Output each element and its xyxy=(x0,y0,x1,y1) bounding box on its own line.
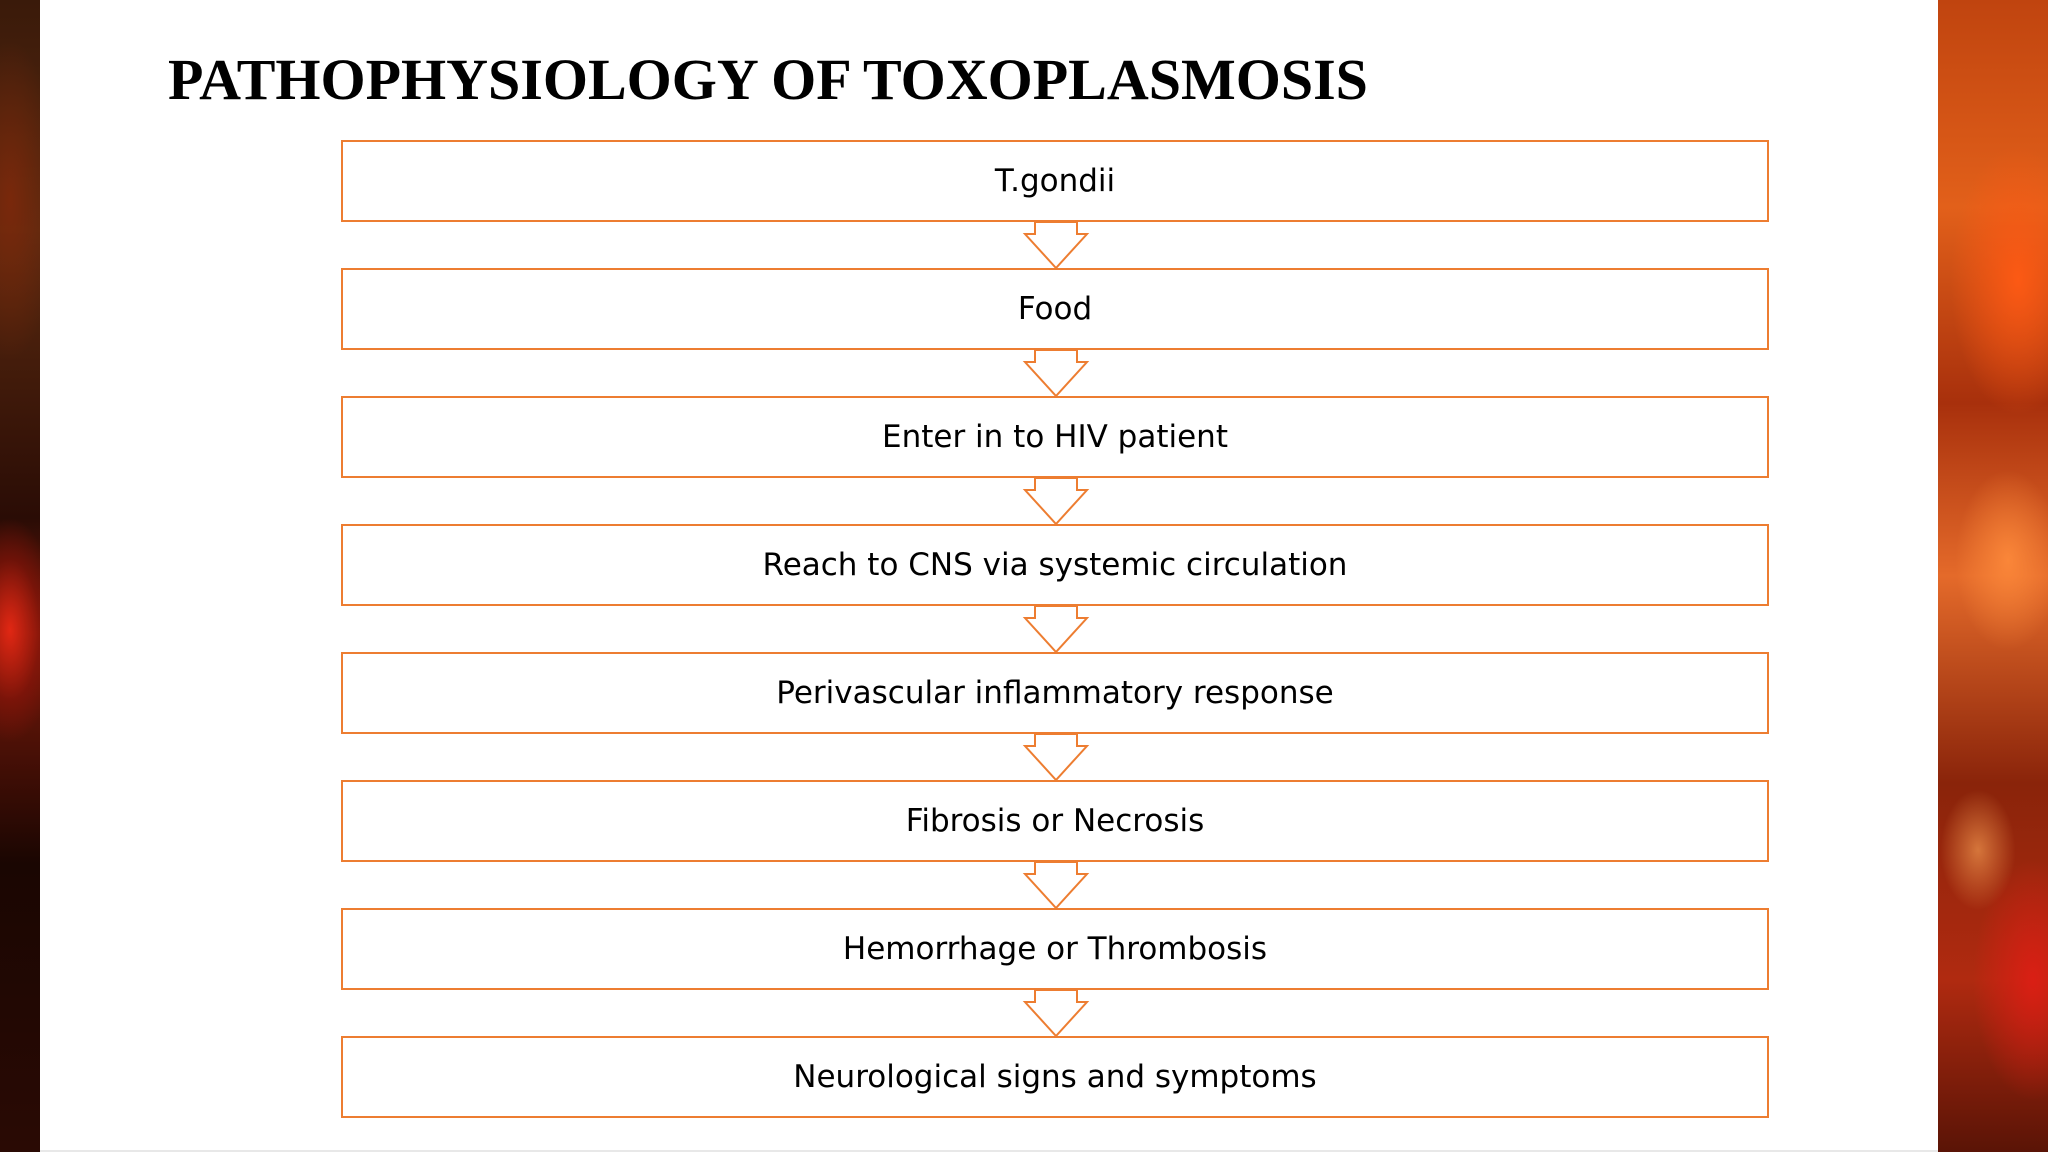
down-arrow-icon xyxy=(1022,477,1090,526)
flow-step-label: Perivascular inflammatory response xyxy=(776,675,1334,711)
flow-step-4: Reach to CNS via systemic circulation xyxy=(341,524,1769,606)
down-arrow-icon xyxy=(1022,989,1090,1038)
background-right-edge xyxy=(1938,0,2048,1152)
down-arrow-icon xyxy=(1022,221,1090,270)
flow-step-label: Hemorrhage or Thrombosis xyxy=(842,931,1268,967)
flow-step-6: Fibrosis or Necrosis xyxy=(341,780,1769,862)
flow-step-label: Reach to CNS via systemic circulation xyxy=(762,547,1348,583)
background-left-edge xyxy=(0,0,40,1152)
flow-step-label: T.gondii xyxy=(994,163,1116,199)
down-arrow-icon xyxy=(1022,605,1090,654)
flow-step-label: Fibrosis or Necrosis xyxy=(905,803,1205,839)
down-arrow-icon xyxy=(1022,349,1090,398)
flow-step-1: T.gondii xyxy=(341,140,1769,222)
flow-step-label: Neurological signs and symptoms xyxy=(793,1059,1317,1095)
flow-step-2: Food xyxy=(341,268,1769,350)
flow-step-label: Enter in to HIV patient xyxy=(882,419,1228,455)
down-arrow-icon xyxy=(1022,861,1090,910)
flow-step-8: Neurological signs and symptoms xyxy=(341,1036,1769,1118)
flow-step-5: Perivascular inflammatory response xyxy=(341,652,1769,734)
flow-step-7: Hemorrhage or Thrombosis xyxy=(341,908,1769,990)
flow-step-label: Food xyxy=(1017,291,1093,327)
down-arrow-icon xyxy=(1022,733,1090,782)
slide-bottom-edge xyxy=(40,1150,1938,1152)
flow-step-3: Enter in to HIV patient xyxy=(341,396,1769,478)
slide-title: PATHOPHYSIOLOGY OF TOXOPLASMOSIS xyxy=(168,47,1368,112)
